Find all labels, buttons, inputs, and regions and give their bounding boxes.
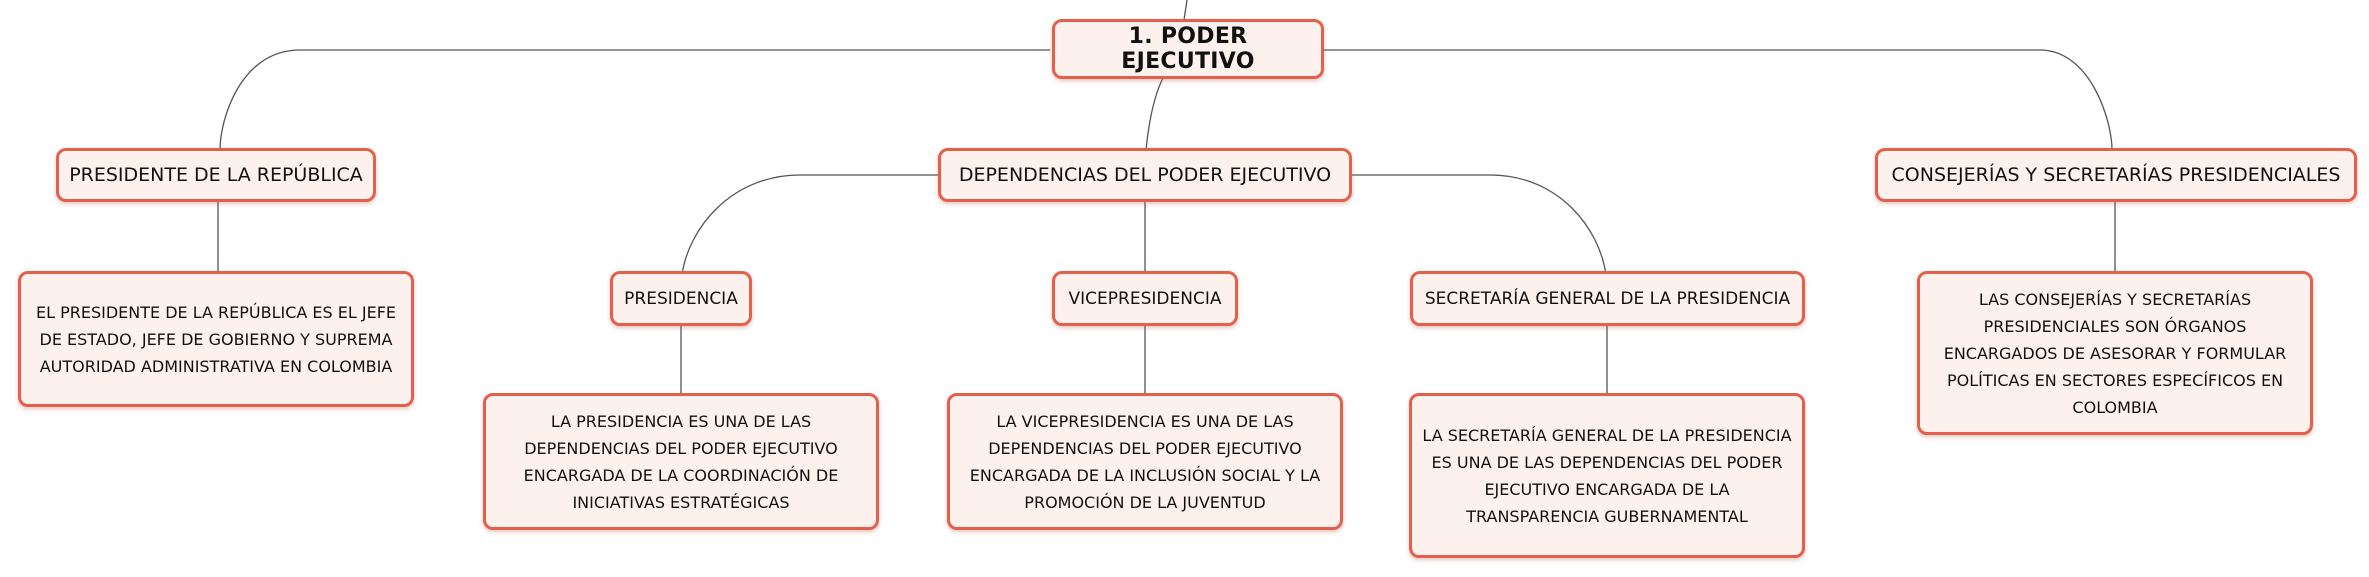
desc-vicepresidencia-text: LA VICEPRESIDENCIA ES UNA DE LAS DEPENDE…: [969, 411, 1321, 512]
node-presidencia[interactable]: PRESIDENCIA: [610, 271, 752, 326]
node-presidente-label: PRESIDENTE DE LA REPÚBLICA: [69, 164, 363, 186]
node-presidencia-label: PRESIDENCIA: [624, 288, 738, 309]
connector-parent-to-root: [1183, 0, 1188, 21]
desc-consejerias[interactable]: LAS CONSEJERÍAS Y SECRETARÍAS PRESIDENCI…: [1917, 271, 2313, 435]
desc-vicepresidencia[interactable]: LA VICEPRESIDENCIA ES UNA DE LAS DEPENDE…: [947, 393, 1343, 530]
node-presidente[interactable]: PRESIDENTE DE LA REPÚBLICA: [56, 148, 376, 202]
node-secretaria-label: SECRETARÍA GENERAL DE LA PRESIDENCIA: [1424, 288, 1791, 309]
node-vicepresidencia[interactable]: VICEPRESIDENCIA: [1052, 271, 1238, 326]
connector-root-to-consejerias: [1320, 49, 2113, 151]
connector-root-to-presidente: [219, 49, 1050, 151]
desc-presidente-text: EL PRESIDENTE DE LA REPÚBLICA ES EL JEFE…: [35, 302, 397, 376]
connector-root-to-dependencias: [1145, 77, 1164, 151]
node-secretaria[interactable]: SECRETARÍA GENERAL DE LA PRESIDENCIA: [1410, 271, 1805, 326]
root-node[interactable]: 1. PODER EJECUTIVO: [1052, 19, 1324, 79]
connector-dependencias-to-secretaria: [1350, 174, 1607, 276]
node-vicepresidencia-label: VICEPRESIDENCIA: [1068, 288, 1222, 309]
node-consejerias[interactable]: CONSEJERÍAS Y SECRETARÍAS PRESIDENCIALES: [1875, 148, 2357, 202]
desc-secretaria[interactable]: LA SECRETARÍA GENERAL DE LA PRESIDENCIA …: [1409, 393, 1805, 558]
root-label: 1. PODER EJECUTIVO: [1121, 24, 1255, 74]
node-dependencias[interactable]: DEPENDENCIAS DEL PODER EJECUTIVO: [938, 148, 1352, 202]
desc-consejerias-text: LAS CONSEJERÍAS Y SECRETARÍAS PRESIDENCI…: [1943, 289, 2287, 417]
node-dependencias-label: DEPENDENCIAS DEL PODER EJECUTIVO: [958, 164, 1332, 186]
connector-dependencias-to-presidencia: [681, 174, 940, 276]
desc-presidente[interactable]: EL PRESIDENTE DE LA REPÚBLICA ES EL JEFE…: [18, 271, 414, 407]
desc-secretaria-text: LA SECRETARÍA GENERAL DE LA PRESIDENCIA …: [1422, 425, 1792, 526]
desc-presidencia-text: LA PRESIDENCIA ES UNA DE LAS DEPENDENCIA…: [523, 411, 839, 512]
desc-presidencia[interactable]: LA PRESIDENCIA ES UNA DE LAS DEPENDENCIA…: [483, 393, 879, 530]
node-consejerias-label: CONSEJERÍAS Y SECRETARÍAS PRESIDENCIALES: [1891, 164, 2341, 186]
